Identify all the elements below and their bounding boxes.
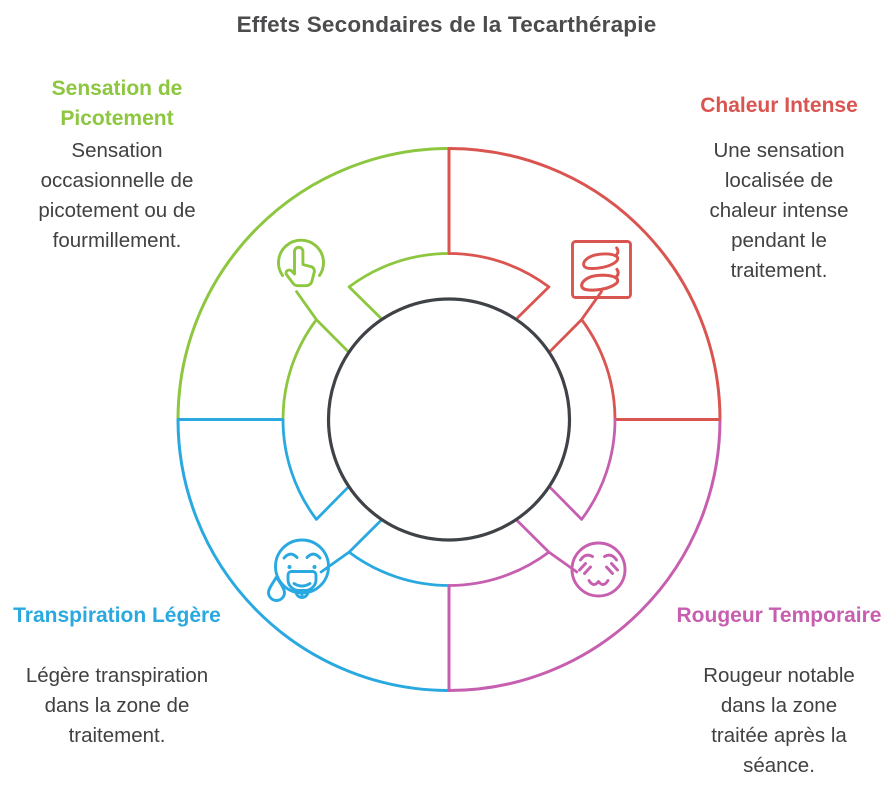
outer-ring bbox=[176, 147, 722, 692]
closed-eye-left bbox=[579, 553, 594, 562]
outer-arc-bottom-right bbox=[447, 418, 722, 692]
blush-left bbox=[578, 562, 592, 575]
outer-arc-bottom-left bbox=[176, 418, 451, 692]
closed-eye-right bbox=[603, 553, 618, 562]
open-mouth bbox=[286, 570, 318, 592]
section-heading-transpiration: Transpiration Légère bbox=[13, 604, 221, 627]
section-body-rougeur: Rougeur notable dans la zone traitée apr… bbox=[703, 664, 855, 777]
ring-segment-magenta bbox=[447, 418, 617, 587]
ring-segment-green bbox=[281, 252, 451, 421]
section-heading-picotement: Sensation de Picotement bbox=[51, 77, 183, 130]
cat-mouth bbox=[587, 579, 610, 586]
section-body-picotement: Sensation occasionnelle de picotement ou… bbox=[38, 139, 196, 252]
ring-segment-red bbox=[447, 252, 617, 421]
outer-arc-top-left bbox=[176, 147, 451, 421]
ring-segment-cyan bbox=[281, 418, 451, 587]
page-title: Effets Secondaires de la Tecarthérapie bbox=[236, 12, 657, 37]
eyebrow-left bbox=[282, 552, 299, 560]
eyes bbox=[287, 565, 317, 569]
section-body-chaleur: Une sensation localisée de chaleur inten… bbox=[709, 139, 849, 282]
section-heading-rougeur: Rougeur Temporaire bbox=[676, 604, 882, 627]
outer-arc-top-right bbox=[447, 147, 722, 421]
sweat-drop bbox=[267, 575, 286, 602]
flushed-face-icon bbox=[570, 541, 627, 598]
chili-peppers-icon bbox=[571, 240, 632, 299]
tap-finger-icon bbox=[277, 238, 325, 288]
tongue bbox=[292, 582, 312, 599]
sweating-face-icon bbox=[267, 538, 330, 602]
center-circle bbox=[326, 297, 572, 542]
quadrant-dividers bbox=[177, 147, 721, 692]
inner-chevron-ring bbox=[281, 252, 617, 587]
section-body-transpiration: Légère transpiration dans la zone de tra… bbox=[25, 664, 209, 747]
blush-right bbox=[605, 562, 619, 575]
section-heading-chaleur: Chaleur Intense bbox=[700, 94, 858, 117]
eyebrow-right bbox=[305, 552, 322, 560]
